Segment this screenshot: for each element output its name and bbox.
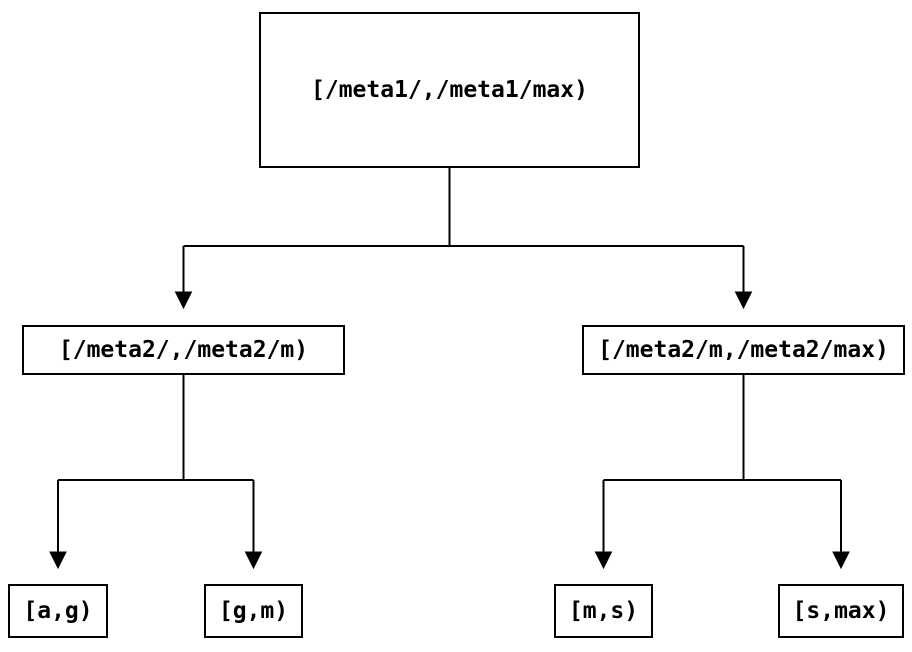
arrowhead-leaf-ms: [594, 551, 613, 570]
node-leaf-ms: [m,s): [554, 584, 653, 638]
arrowhead-leaf-gm: [244, 551, 263, 570]
node-root-range: [/meta1/,/meta1/max): [259, 12, 640, 168]
node-leaf-smax: [s,max): [778, 584, 904, 638]
node-right-range: [/meta2/m,/meta2/max): [582, 325, 905, 375]
arrowhead-leaf-smax: [832, 551, 850, 570]
node-leaf-gm: [g,m): [204, 584, 303, 638]
node-leaf-ag-label: [a,g): [23, 598, 93, 624]
node-right-label: [/meta2/m,/meta2/max): [598, 337, 889, 363]
node-left-range: [/meta2/,/meta2/m): [22, 325, 345, 375]
arrowhead-root-right: [734, 291, 753, 310]
arrowhead-leaf-ag: [49, 551, 67, 570]
node-leaf-smax-label: [s,max): [792, 598, 890, 624]
node-leaf-gm-label: [g,m): [218, 598, 289, 624]
node-left-label: [/meta2/,/meta2/m): [58, 337, 309, 363]
node-root-label: [/meta1/,/meta1/max): [311, 77, 588, 103]
arrowhead-root-left: [174, 291, 193, 310]
node-leaf-ms-label: [m,s): [568, 598, 639, 624]
node-leaf-ag: [a,g): [8, 584, 108, 638]
